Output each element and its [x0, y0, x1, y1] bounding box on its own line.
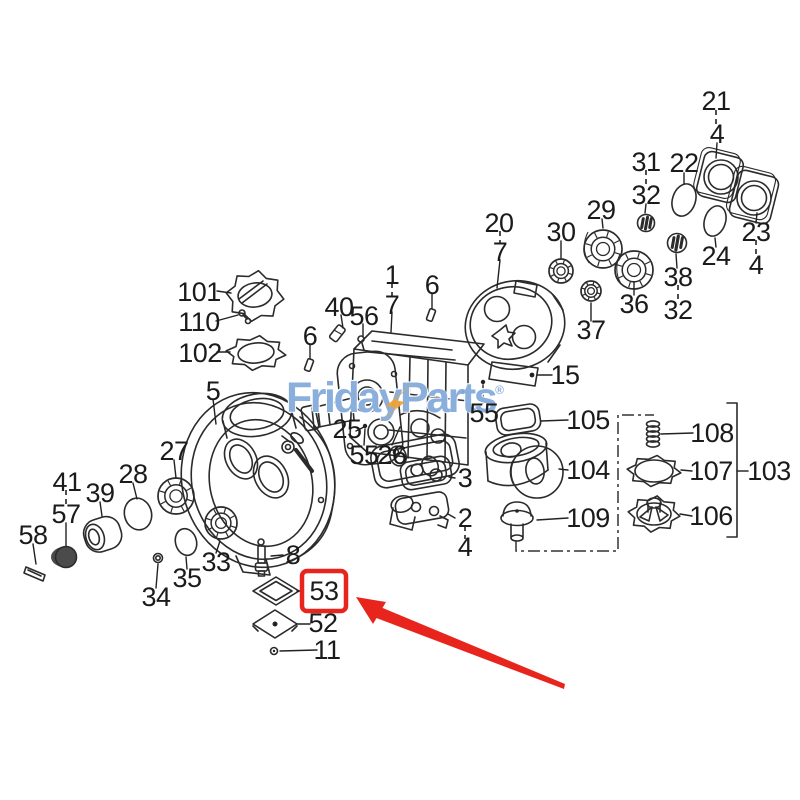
part-3-gasket	[399, 455, 453, 491]
part-35-oring	[174, 527, 198, 557]
part-15-dot	[529, 372, 535, 378]
part-41-57-cap	[51, 545, 78, 569]
part-107-gasket	[626, 454, 682, 488]
leader-lines	[32, 142, 758, 652]
part-33-bearing	[204, 506, 238, 540]
part-24-oring	[703, 205, 727, 237]
part-27-bearing	[157, 477, 195, 515]
part-22-oring	[671, 183, 697, 217]
part-28-oring	[123, 497, 153, 531]
part-30-bearing	[548, 258, 574, 284]
part-11-screw	[269, 646, 279, 656]
part-102-drawing	[225, 334, 287, 372]
part-6-pin-left	[303, 357, 315, 373]
part-58-key	[23, 566, 46, 582]
part-1-7-block	[300, 330, 485, 466]
part-105-gasket	[494, 403, 542, 436]
part-37-ring	[580, 280, 602, 302]
part-101-drawing	[225, 269, 285, 325]
part-108-spring	[645, 420, 661, 448]
part-53-gasket	[252, 576, 300, 606]
part-6-pin-right	[425, 307, 437, 323]
label-dashes	[65, 110, 757, 539]
part-2-bracket	[389, 491, 450, 531]
part-32-nut-top	[636, 213, 656, 233]
part-34-ring	[152, 552, 164, 564]
part-39-roller	[82, 515, 123, 553]
part-5-drawing	[180, 391, 336, 576]
part-56-screw	[357, 335, 365, 351]
bearing-depth-arcs	[583, 231, 622, 285]
part-8-bolt	[254, 538, 269, 577]
part-109-valve	[500, 501, 534, 542]
group-103-dashdot-link	[515, 414, 654, 552]
part-106-rotor	[627, 495, 681, 533]
part-20-cover	[464, 279, 566, 387]
part-23-flange	[725, 165, 780, 225]
part-38-nut	[666, 232, 688, 254]
part-52-plate	[252, 609, 298, 639]
group-103-bracket	[726, 402, 738, 538]
part-104-assembly	[484, 432, 564, 499]
